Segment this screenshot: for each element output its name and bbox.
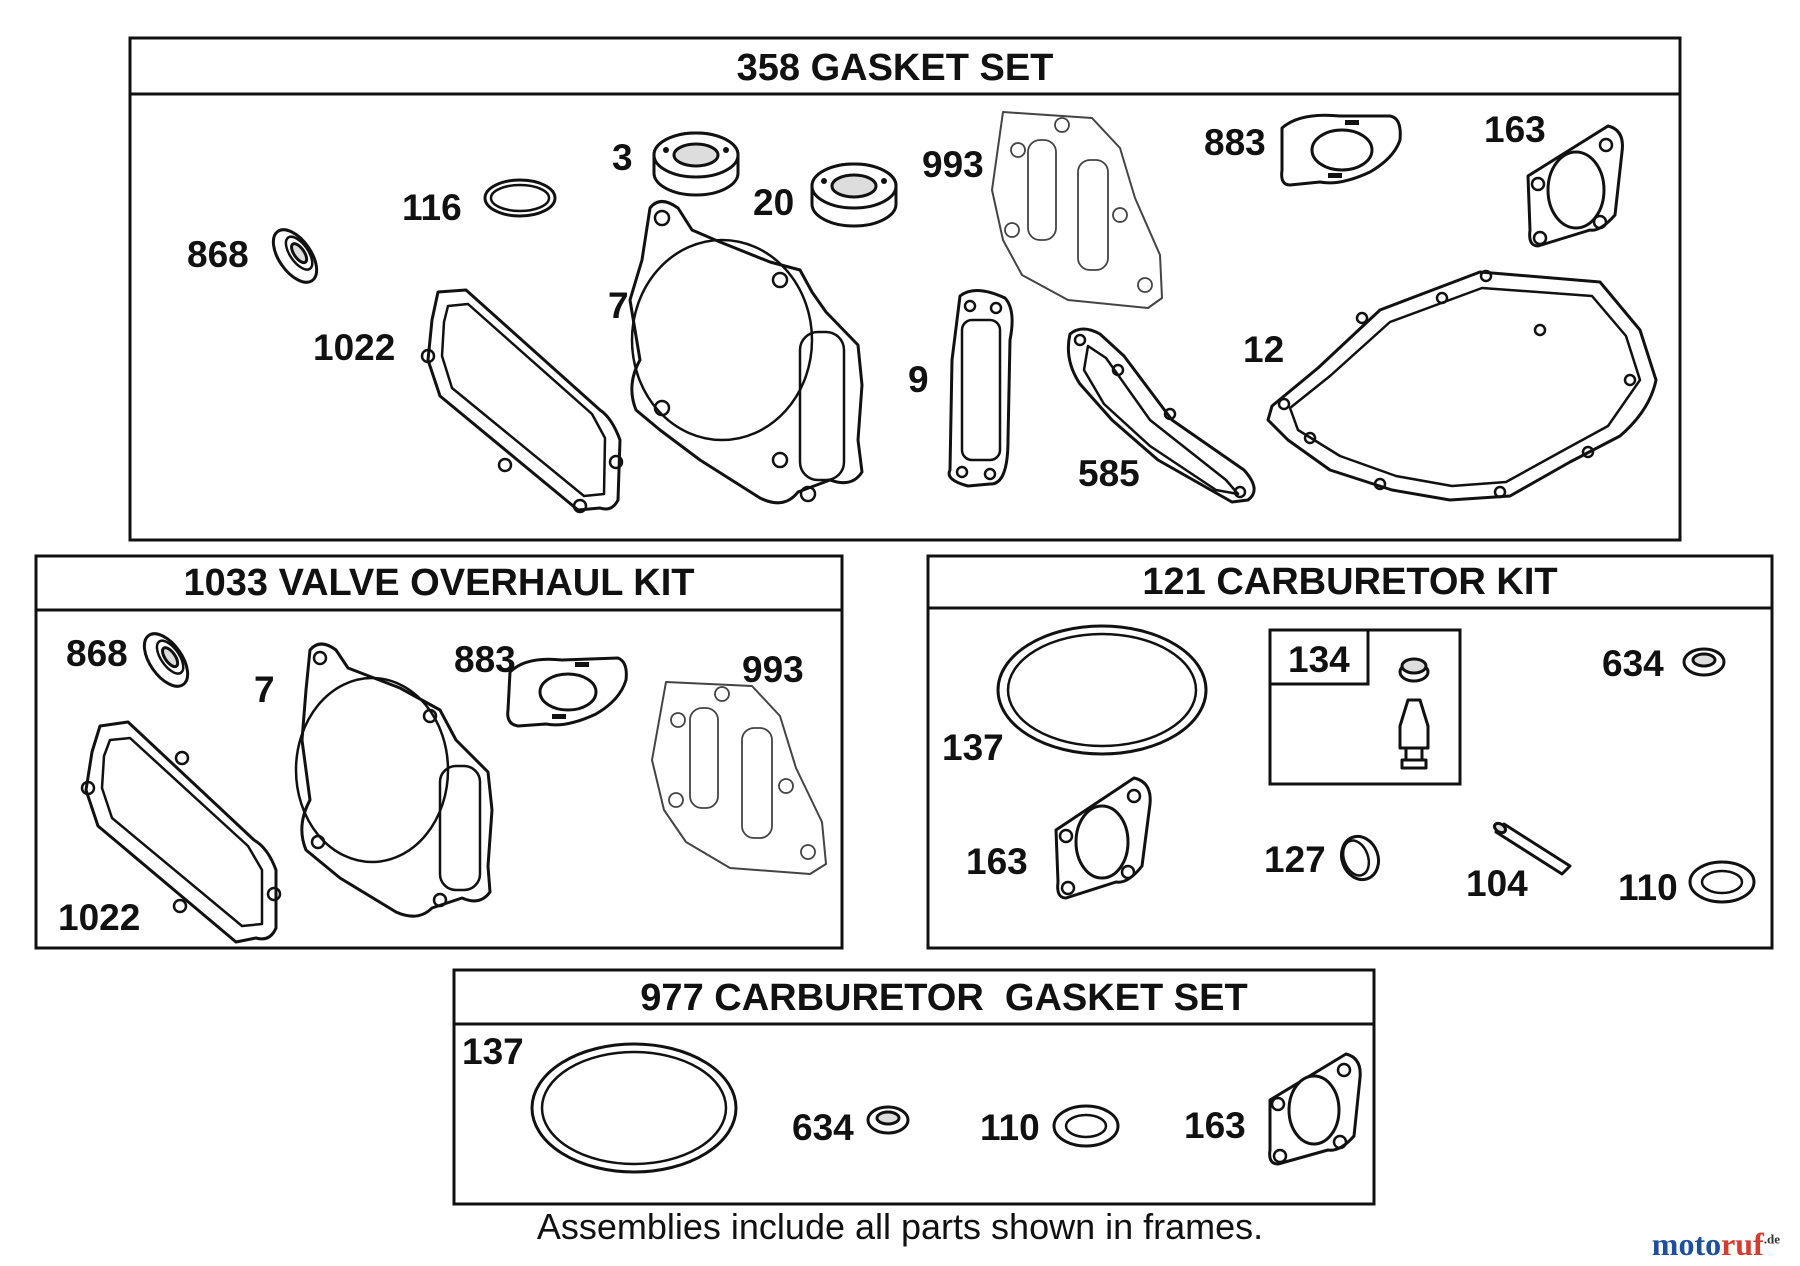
part-label: 9 [908,359,929,400]
frame-valve-overhaul-kit: 1033 VALVE OVERHAUL KIT 868 7 883 993 10… [34,554,844,950]
frame-title: 358 GASKET SET [737,47,1054,89]
frame-title: 977 CARBURETOR GASKET SET [640,977,1247,1019]
part-label: 137 [462,1031,524,1072]
part-label: 1022 [313,327,395,368]
washer-icon [1688,860,1756,904]
intake-gasket-icon [506,656,628,728]
head-gasket-icon [294,642,494,918]
part-label: 12 [1243,329,1284,370]
float-bowl-gasket-icon [996,624,1208,756]
frame-carburetor-gasket-set: 977 CARBURETOR GASKET SET 137 634 110 16… [452,968,1376,1206]
washer-icon [866,1105,910,1135]
part-label: 585 [1078,453,1140,494]
footnote: Assemblies include all parts shown in fr… [536,1206,1264,1247]
welch-plug-icon [1339,834,1381,882]
part-label: 883 [1204,122,1266,163]
intake-gasket-icon [1280,113,1402,187]
head-gasket-icon [628,200,864,505]
washer-icon [1052,1104,1120,1148]
oil-seal-icon [142,632,190,688]
frame-gasket-set: 358 GASKET SET 116 3 20 993 883 163 868 … [128,36,1682,542]
part-label: 163 [1184,1105,1246,1146]
breather-gasket-icon [991,111,1163,309]
part-label: 163 [1484,109,1546,150]
part-label: 7 [608,285,629,326]
frame-carburetor-kit: 121 CARBURETOR KIT 134 634 137 163 127 1… [926,554,1774,950]
washer-icon [1682,647,1726,677]
frame-title: 1033 VALVE OVERHAUL KIT [183,562,694,604]
breather-gasket-icon [1066,327,1256,504]
carburetor-flange-gasket-icon [1268,1052,1362,1166]
needle-valve-icon [1398,657,1430,770]
part-label: 7 [254,669,275,710]
valve-cover-gasket-icon [80,720,282,944]
brand-suffix: .de [1763,1231,1780,1247]
part-label: 116 [402,187,462,228]
subframe-label-box [1268,628,1370,686]
part-label: 163 [966,841,1028,882]
part-label: 20 [753,182,794,223]
part-label: 993 [922,144,984,185]
part-label: 868 [187,234,249,275]
part-label: 1022 [58,897,140,938]
part-label: 134 [1288,639,1350,680]
o-ring-icon [483,178,557,218]
part-label: 993 [742,649,804,690]
part-label: 137 [942,727,1004,768]
oil-seal-icon [652,131,740,197]
part-label: 127 [1264,839,1326,880]
carburetor-flange-gasket-icon [1054,776,1152,900]
part-label: 634 [1602,643,1664,684]
part-label: 3 [612,137,633,178]
part-label: 104 [1466,863,1528,904]
needle-valve-subframe [1268,628,1462,786]
breather-gasket-icon [651,681,827,875]
oil-seal-icon [810,162,898,228]
oil-seal-icon [271,228,319,284]
part-label: 110 [980,1107,1040,1148]
frame-title: 121 CARBURETOR KIT [1142,561,1557,603]
part-label: 110 [1618,867,1678,908]
part-label: 868 [66,633,128,674]
carburetor-flange-gasket-icon [1526,124,1624,248]
crankcase-gasket-icon [1266,269,1658,502]
part-label: 634 [792,1107,854,1148]
brand-logo: motoruf.de [1651,1226,1780,1262]
breather-gasket-icon [947,289,1014,488]
part-label: 883 [454,639,516,680]
float-bowl-gasket-icon [530,1042,738,1174]
valve-cover-gasket-icon [420,288,624,514]
pin-icon [1492,821,1572,876]
